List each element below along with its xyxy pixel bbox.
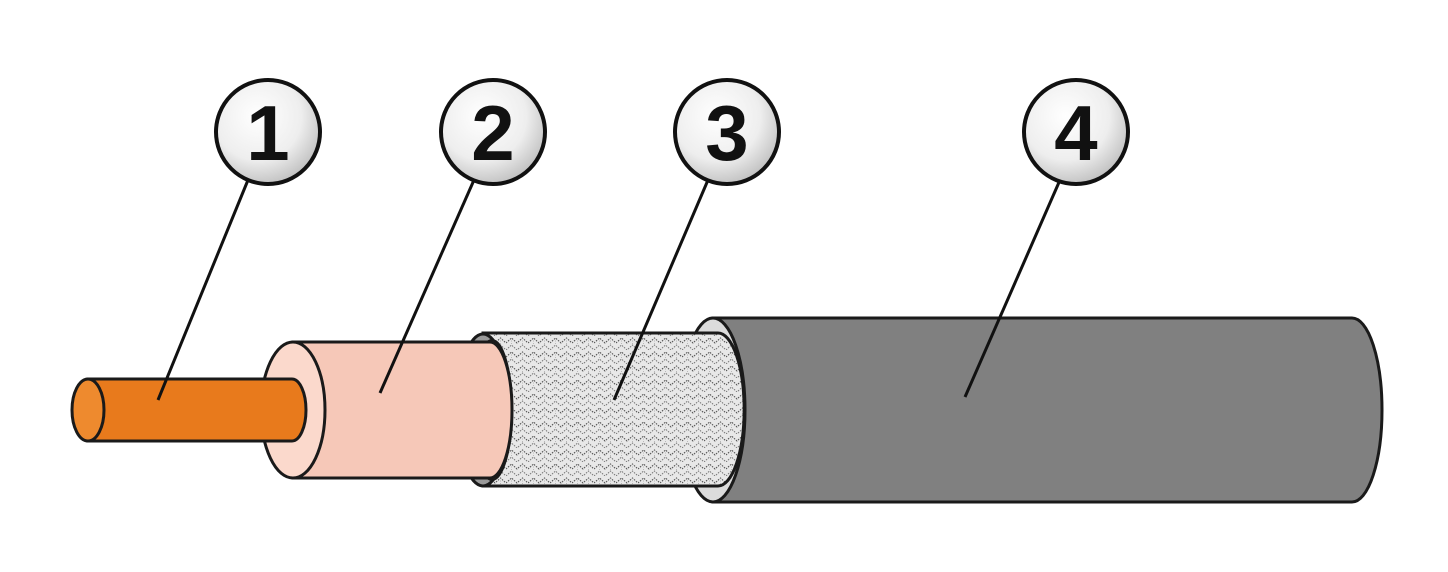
callout-circle (1022, 78, 1130, 186)
callout-3: 3 (673, 78, 781, 186)
braid-body (481, 331, 746, 488)
callout-number: 2 (471, 89, 514, 177)
leader-line-1 (156, 179, 250, 401)
leader-line-3 (612, 179, 710, 401)
callout-circle (673, 78, 781, 186)
leader-line-2 (378, 179, 476, 394)
dielectric-insulator (259, 340, 514, 480)
callout-number: 3 (705, 89, 748, 177)
dielectric-body (291, 340, 514, 480)
callout-number: 1 (246, 89, 289, 177)
jacket-body (711, 316, 1384, 504)
callout-2: 2 (439, 78, 547, 186)
conductor-body (86, 377, 308, 443)
outer-jacket (679, 316, 1384, 504)
leader-lines (156, 179, 1062, 401)
callout-number: 4 (1054, 89, 1097, 177)
leader-line-4 (963, 179, 1062, 398)
center-conductor (70, 377, 308, 443)
callout-circle (439, 78, 547, 186)
callout-4: 4 (1022, 78, 1130, 186)
callout-1: 1 (214, 78, 322, 186)
conductor-end-face (70, 377, 106, 443)
callout-circle (214, 78, 322, 186)
